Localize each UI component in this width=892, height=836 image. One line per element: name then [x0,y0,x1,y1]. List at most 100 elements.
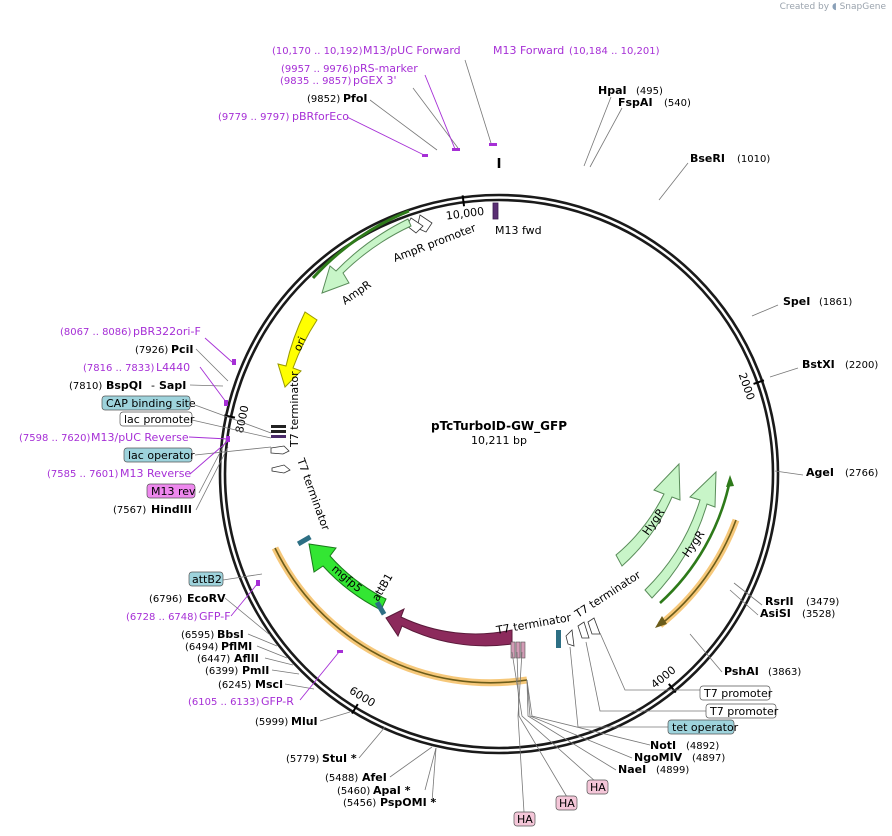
site-naei-pos: (4899) [656,765,689,776]
primer-m13-rev[interactable]: M13 Reverse [120,467,191,480]
tag-ha-2[interactable]: HA [555,795,578,811]
site-bseri[interactable]: BseRI [690,152,725,165]
site-apai[interactable]: ApaI * [373,784,411,797]
attb1-feature[interactable] [374,600,387,616]
primer-gfp-r-pos: (6105 .. 6133) [188,697,260,708]
primer-gfp-f[interactable]: GFP-F [199,610,231,623]
primer-m13-fwd[interactable]: M13 Forward [493,44,564,57]
site-bspqi[interactable]: BspQI [106,379,142,392]
primer-pgex3[interactable]: pGEX 3' [353,74,397,87]
site-spei-pos: (1861) [819,297,852,308]
plasmid-name: pTcTurboID-GW_GFP [431,419,567,434]
tick-mark-4000 [668,683,677,694]
restriction-sites: HpaI (495) FspAI (540) BseRI (1010) SpeI… [69,84,878,809]
site-ecorv[interactable]: EcoRV [187,592,226,605]
site-hindiii[interactable]: HindIII [151,503,192,516]
site-fspai[interactable]: FspAI [618,96,653,109]
primer-pbrforeco[interactable]: pBRforEco [292,110,349,123]
site-sapi[interactable]: SapI [159,379,186,392]
site-spei[interactable]: SpeI [783,295,810,308]
site-asisi[interactable]: AsiSI [760,607,791,620]
site-pshai-pos: (3863) [768,667,801,678]
site-afei-pos: (5488) [325,773,358,784]
hygr-feature-2[interactable] [644,470,717,599]
site-stui-pos: (5779) [286,754,319,765]
site-pflmi[interactable]: PflMI [221,640,252,653]
mgfp5-feature[interactable] [308,543,387,611]
tag-t7-promoter-1[interactable]: T7 promoter [699,685,773,701]
site-ngomiv-pos: (4897) [692,753,725,764]
tag-lac-promoter[interactable]: lac promoter [119,411,195,427]
plasmid-size: 10,211 bp [471,434,527,447]
tag-ha-3-text: HA [517,813,533,826]
primer-m13puc-fwd[interactable]: M13/pUC Forward [363,44,461,57]
ori-feature[interactable] [277,311,318,388]
tag-ha-3[interactable]: HA [513,811,536,827]
brand-created-by: Created by [779,2,830,12]
ha-tag-blocks[interactable] [510,641,526,659]
site-bbsi[interactable]: BbsI [217,628,244,641]
tag-tet-operator[interactable]: tet operator [667,719,739,735]
site-pmli[interactable]: PmlI [242,664,269,677]
primer-l4440[interactable]: L4440 [156,361,190,374]
primer-m13puc-rev[interactable]: M13/pUC Reverse [91,431,189,444]
site-agei[interactable]: AgeI [806,466,834,479]
brand-name: SnapGene [839,2,886,12]
ampr-promoter-feature[interactable] [311,209,433,280]
hygr-feature-1[interactable] [615,462,681,567]
site-pshai[interactable]: PshAI [724,665,759,678]
m13-fwd-feature[interactable] [492,202,499,220]
site-hpai[interactable]: HpaI [598,84,627,97]
site-pcii[interactable]: PciI [171,343,193,356]
olive-line-right [659,519,737,626]
green-line-right [659,479,732,604]
site-pspomi[interactable]: PspOMI * [380,796,437,809]
attb1-label: attB1 [369,571,395,603]
tag-cap-binding-site[interactable]: CAP binding site [101,395,196,411]
primer-m13-fwd-pos: (10,184 .. 10,201) [569,46,660,57]
site-ecorv-pos: (6796) [149,594,182,605]
site-ngomiv[interactable]: NgoMIV [634,751,683,764]
site-mlui[interactable]: MluI [291,715,318,728]
site-noti[interactable]: NotI [650,739,676,752]
tag-m13-rev[interactable]: M13 rev [146,483,196,499]
site-aflii[interactable]: AflII [234,652,259,665]
attb2-feature[interactable] [296,534,312,547]
site-hindiii-pos: (7567) [113,505,146,516]
t7-promoter-cluster[interactable] [556,617,601,648]
tag-ha-1-text: HA [590,781,606,794]
site-rsrii[interactable]: RsrII [765,595,794,608]
primer-pbr322ori[interactable]: pBR322ori-F [133,325,201,338]
snapgene-logo-icon: ◖ [831,2,837,12]
primer-prs-marker[interactable]: pRS-marker [353,62,418,75]
tick-label-8000: 8000 [233,404,252,434]
site-pfoi[interactable]: PfoI [343,92,368,105]
site-afei[interactable]: AfeI [362,771,387,784]
t7-terminator-label-4: T7 terminator [572,568,644,621]
site-naei[interactable]: NaeI [618,763,646,776]
lac-cluster-features[interactable] [270,425,291,474]
site-sapi-sep: - [151,379,155,392]
tag-m13-rev-text: M13 rev [151,485,196,498]
site-bseri-pos: (1010) [737,154,770,165]
primer-prs-marker-pos: (9957 .. 9976) [281,64,353,75]
site-bstxi[interactable]: BstXI [802,358,835,371]
m13-fwd-label: M13 fwd [495,224,542,237]
tag-t7-promoter-2[interactable]: T7 promoter [705,703,779,719]
tag-lac-promoter-text: lac promoter [124,413,195,426]
primer-gfp-r[interactable]: GFP-R [261,695,294,708]
tag-ha-2-text: HA [559,797,575,810]
ampr-feature[interactable] [321,218,412,294]
tag-lac-operator[interactable]: lac operator [123,447,195,463]
tag-ha-1[interactable]: HA [586,779,609,795]
primer-labels: (10,170 .. 10,192) M13/pUC Forward M13 F… [19,44,660,708]
ori-label: ori [291,335,309,353]
tag-lac-operator-text: lac operator [128,449,195,462]
site-stui[interactable]: StuI * [322,752,357,765]
site-msci[interactable]: MscI [255,678,283,691]
tick-mark-2000 [753,379,765,385]
turboid-feature[interactable] [385,607,513,647]
site-apai-pos: (5460) [337,786,370,797]
tag-attb2[interactable]: attB2 [188,571,224,587]
